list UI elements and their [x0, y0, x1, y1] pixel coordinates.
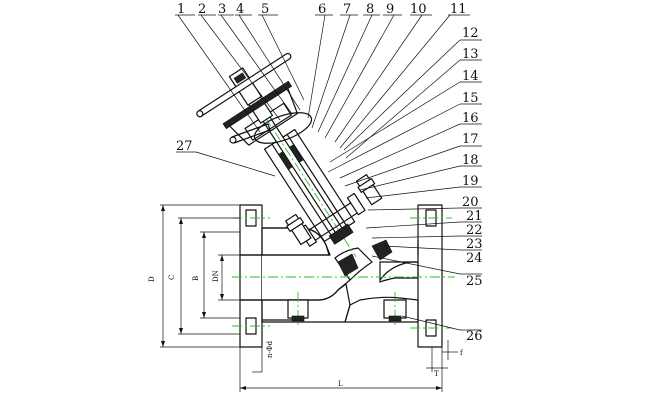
dim-C: C	[168, 275, 176, 280]
callout-6: 6	[318, 2, 326, 17]
callout-11: 11	[450, 2, 467, 17]
callout-22: 22	[466, 223, 483, 238]
callout-19: 19	[462, 174, 479, 189]
callout-15: 15	[462, 91, 479, 106]
callout-2: 2	[198, 2, 206, 17]
callout-16: 16	[462, 111, 479, 126]
outlet-flange	[417, 204, 443, 348]
callout-7: 7	[343, 2, 351, 17]
callout-27: 27	[176, 139, 193, 154]
callout-25: 25	[466, 274, 483, 289]
callout-12: 12	[462, 26, 479, 41]
callout-labels: 1 2 3 4 5 6 7 8 9 10 11 12 13 14 15 16 1…	[176, 2, 483, 344]
valve-body	[232, 204, 455, 348]
dim-T: T	[434, 370, 439, 378]
dim-f: f	[460, 349, 464, 357]
callout-23: 23	[466, 237, 483, 252]
dim-DN: DN	[212, 270, 220, 282]
callout-10: 10	[410, 2, 427, 17]
dimension-lines: D C B DN n-Φd f T	[148, 204, 464, 392]
callout-5: 5	[261, 2, 269, 17]
callout-24: 24	[466, 251, 483, 266]
callout-14: 14	[462, 69, 479, 84]
callout-4: 4	[236, 2, 244, 17]
callout-1: 1	[177, 2, 185, 17]
callout-26: 26	[466, 329, 483, 344]
handwheel	[253, 112, 313, 144]
dim-nd: n-Φd	[266, 340, 274, 358]
callout-20: 20	[462, 195, 479, 210]
bonnet-assembly	[196, 52, 366, 258]
callout-17: 17	[462, 132, 479, 147]
dim-L: L	[338, 380, 343, 388]
callout-21: 21	[466, 209, 483, 224]
callout-3: 3	[218, 2, 226, 17]
callout-9: 9	[386, 2, 394, 17]
callout-8: 8	[366, 2, 374, 17]
callout-13: 13	[462, 47, 479, 62]
callout-18: 18	[462, 153, 479, 168]
bonnet-bolt-left	[285, 213, 312, 246]
dim-B: B	[192, 276, 200, 281]
dim-D: D	[148, 276, 156, 282]
callout-leaders	[175, 14, 482, 331]
